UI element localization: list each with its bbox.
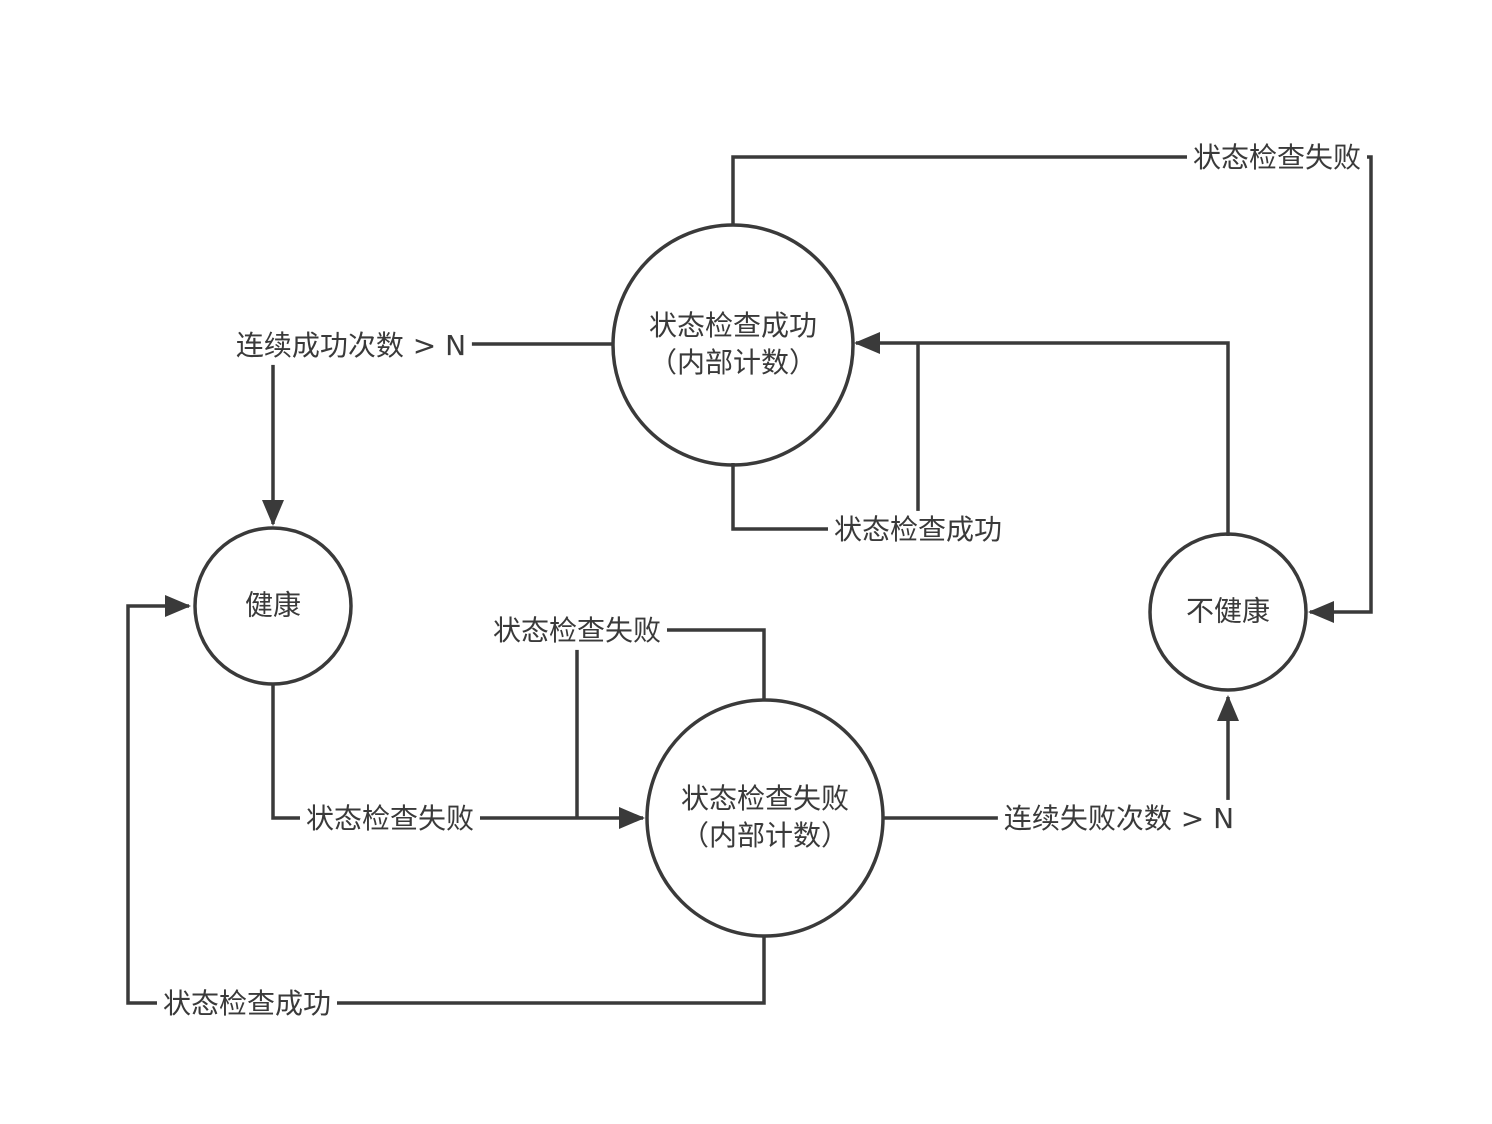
node-healthy-label: 健康 xyxy=(244,588,302,622)
edge-label-top-fail: 状态检查失败 xyxy=(1186,138,1368,178)
edge-healthy-to-failure-counter xyxy=(271,685,645,829)
node-failure-counter-label: 状态检查失败 （内部计数） xyxy=(681,781,849,855)
edge-label-healthy-fail: 状态检查失败 xyxy=(299,799,481,839)
edge-label-consecutive-success: 连续成功次数 > N xyxy=(229,326,473,366)
edge-label-consecutive-fail: 连续失败次数 > N xyxy=(997,799,1241,839)
node-success-counter-label-line1: 状态检查成功 xyxy=(648,309,818,343)
edge-label-selfloop-fail: 状态检查失败 xyxy=(486,611,668,651)
node-healthy-circle xyxy=(193,526,353,686)
node-success-counter-label: 状态检查成功 （内部计数） xyxy=(649,308,817,382)
edge-success-counter-selfloop xyxy=(731,343,920,531)
node-success-counter-label-line2: （内部计数） xyxy=(648,346,818,379)
edge-unhealthy-to-success-counter xyxy=(854,332,1230,536)
edge-failure-counter-selfloop xyxy=(575,628,766,818)
edge-failure-counter-to-healthy xyxy=(126,595,766,1005)
node-failure-counter-label-line2: （内部计数） xyxy=(680,819,850,852)
node-failure-counter-label-line1: 状态检查失败 xyxy=(680,782,850,816)
edge-label-bottom-success: 状态检查成功 xyxy=(156,984,338,1024)
node-unhealthy-label: 不健康 xyxy=(1185,594,1271,628)
edge-label-selfloop-success: 状态检查成功 xyxy=(827,510,1009,550)
edge-success-counter-to-unhealthy xyxy=(731,155,1373,623)
